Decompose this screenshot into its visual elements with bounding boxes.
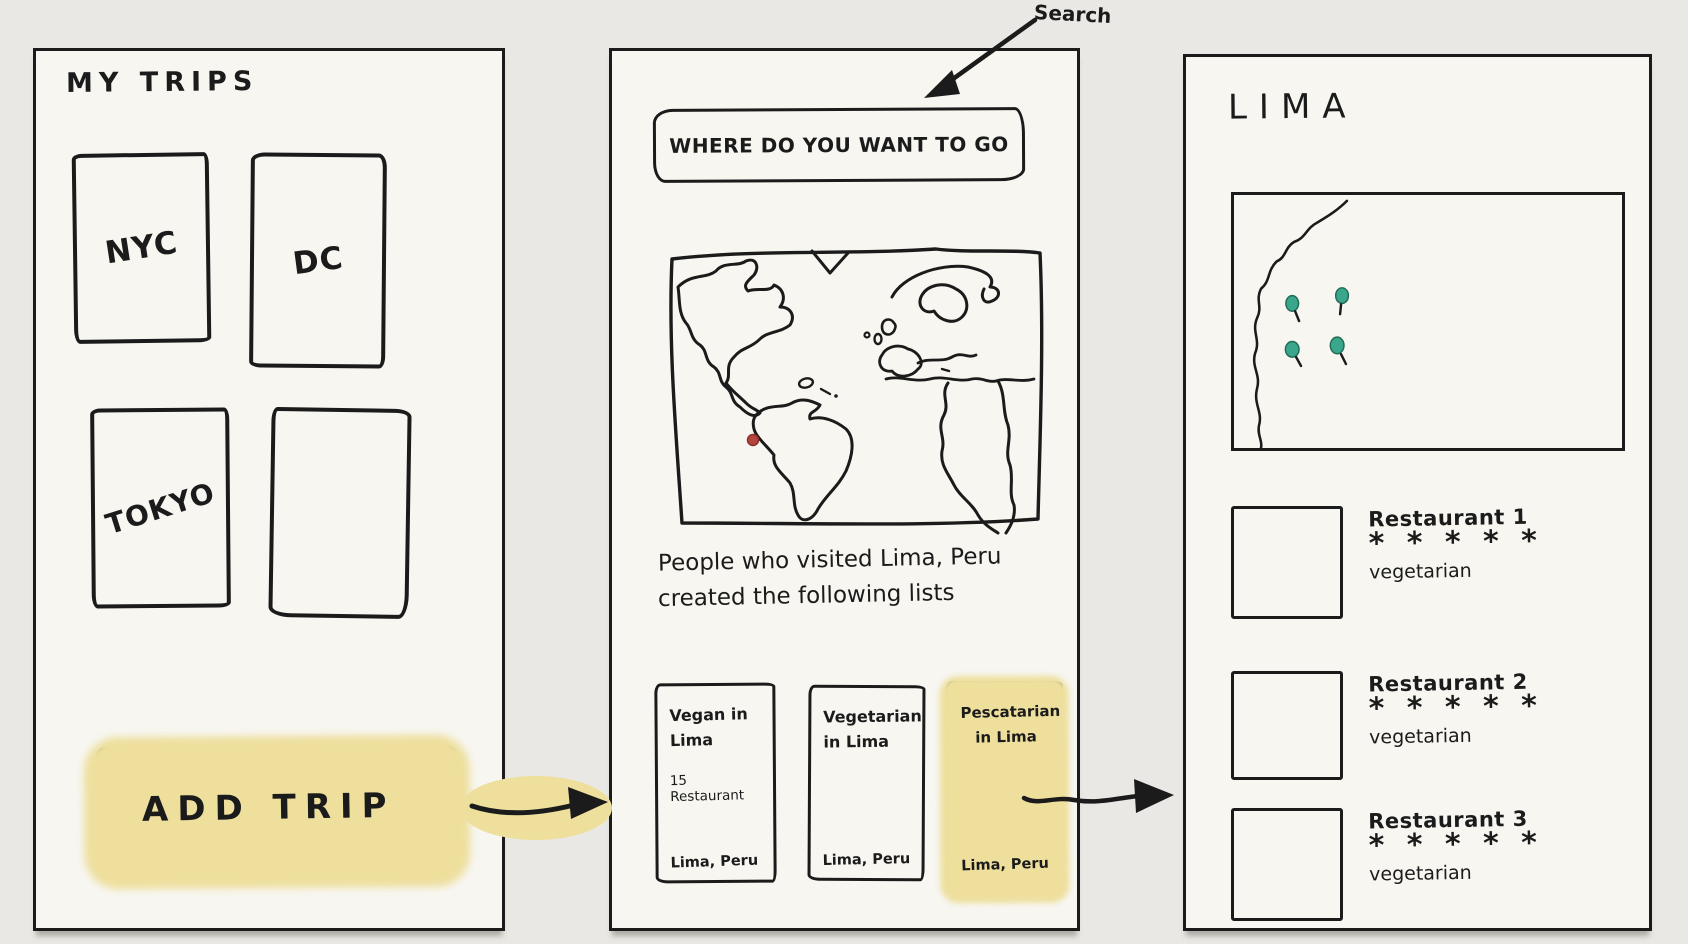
rating-stars: * * * * * [1368,825,1544,864]
rating-stars: * * * * * [1368,688,1544,727]
location-dot-icon [746,433,760,447]
lima-detail-screen: LIMA [1183,54,1652,931]
list-card-location: Lima, Peru [822,851,911,869]
flow-arrow-add-trip-icon [460,776,612,840]
search-screen: WHERE DO YOU WANT TO GO [609,48,1080,931]
coastline [1252,199,1349,450]
list-card-location: Lima, Peru [670,852,759,872]
restaurant-list-item[interactable]: Restaurant 1 * * * * * vegetarian [1231,505,1621,619]
trip-card-dc[interactable]: DC [249,152,387,369]
page-title: LIMA [1227,86,1358,128]
restaurant-list-item[interactable]: Restaurant 3 * * * * * vegetarian [1231,807,1621,921]
restaurant-category: vegetarian [1369,724,1472,749]
description-line-1: People who visited Lima, Peru [657,543,1002,577]
map-pin-icon [1334,287,1350,316]
list-card-detail [823,773,913,774]
search-annotation-arrow-icon [924,17,1038,98]
trip-card-label: NYC [102,224,181,272]
restaurant-list-item[interactable]: Restaurant 2 * * * * * vegetarian [1231,670,1621,780]
world-map-sketch[interactable] [646,231,1061,536]
search-annotation-label: Search [1033,0,1112,29]
rating-stars: * * * * * [1368,523,1544,562]
list-card-title: Vegan in Lima [669,704,748,751]
add-trip-button[interactable]: ADD TRIP [95,744,457,872]
restaurant-category: vegetarian [1368,861,1472,886]
caribbean-islands [797,377,815,389]
restaurant-thumbnail-placeholder [1231,506,1343,619]
trip-card-label: DC [290,239,346,282]
list-card-vegetarian[interactable]: Vegetarian in Lima Lima, Peru [807,684,926,882]
page-title: MY TRIPS [65,65,259,100]
restaurant-thumbnail-placeholder [1231,671,1343,780]
restaurant-category: vegetarian [1368,559,1472,584]
list-card-title: Vegetarian in Lima [823,706,922,752]
list-card-vegan[interactable]: Vegan in Lima 15 Restaurant Lima, Peru [654,682,777,884]
map-border-notch [810,249,850,275]
my-trips-screen: MY TRIPS NYC DC TOKYO ADD TRIP [33,48,505,931]
description-line-2: created the following lists [657,579,955,613]
list-card-location: Lima, Peru [961,855,1050,875]
search-input[interactable]: WHERE DO YOU WANT TO GO [652,107,1026,183]
lima-map-sketch [1252,199,1350,450]
add-trip-label: ADD TRIP [141,785,396,830]
list-card-detail: 15 Restaurant [669,772,745,806]
search-input-text: WHERE DO YOU WANT TO GO [669,132,1009,158]
lima-map[interactable] [1231,192,1625,451]
flow-arrow-pescatarian-icon [1021,779,1174,813]
trip-card-empty[interactable] [268,406,412,620]
trip-card-nyc[interactable]: NYC [71,152,212,344]
map-pin-icon [1284,340,1303,368]
trip-card-tokyo[interactable]: TOKYO [90,407,231,609]
map-pin-icon [1285,294,1301,323]
trip-card-label: TOKYO [101,475,220,541]
list-card-title: Pescatarian in Lima [960,701,1061,747]
map-pin-icon [1329,336,1348,366]
restaurant-thumbnail-placeholder [1231,808,1343,921]
